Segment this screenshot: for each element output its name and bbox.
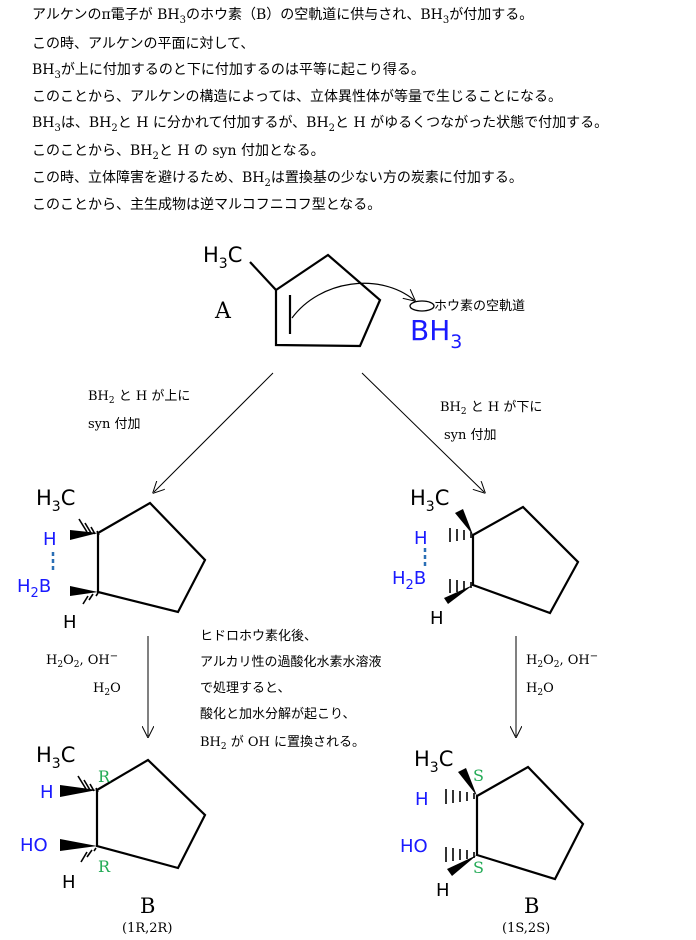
- left-intermediate-h: H: [43, 529, 57, 550]
- methyl-bond: [249, 261, 277, 291]
- left-product-oh: HO: [20, 835, 48, 856]
- hashed-wedge-methyl: [78, 518, 100, 536]
- right-intermediate-methyl: H3C: [410, 486, 449, 515]
- left-product-label: B: [140, 894, 155, 918]
- wedge-methyl-product: [458, 768, 477, 796]
- middle-note-line-2: アルカリ性の過酸化水素水溶液: [200, 655, 381, 670]
- left-product-ring: [95, 758, 207, 870]
- explanation-line-3: BH3が上に付加するのと下に付加するのは平等に起こり得る。: [32, 62, 425, 81]
- empty-orbital-icon: [409, 300, 435, 312]
- right-oxidation-reagent-2: H2O: [526, 681, 554, 698]
- hashed-wedge-h-bottom-product: [80, 847, 97, 863]
- left-intermediate: H3C H H2B H: [17, 486, 207, 633]
- middle-note-line-3: で処理すると、: [200, 681, 290, 696]
- left-intermediate-h-bottom: H: [63, 612, 77, 633]
- left-intermediate-boron: H2B: [17, 576, 51, 601]
- wedge-h-product: [60, 785, 97, 797]
- left-product-stereo-r2: R: [98, 857, 111, 876]
- arrow-to-left-intermediate: [154, 372, 274, 492]
- reactant-molecule: H3C A: [203, 243, 382, 348]
- right-intermediate-h-bottom: H: [430, 608, 444, 629]
- wedge-h-bottom: [444, 585, 473, 604]
- reactant-methyl-label: H3C: [203, 243, 242, 272]
- right-intermediate: H3C H H2B H: [392, 486, 580, 629]
- right-product-stereo-s2: S: [473, 858, 484, 877]
- right-condition-line-2: syn 付加: [444, 428, 497, 443]
- left-oxidation-reagent-1: H2O2, OH−: [46, 651, 118, 670]
- left-intermediate-methyl: H3C: [36, 486, 75, 515]
- right-product-h-bottom: H: [436, 880, 450, 901]
- explanation-line-2: この時、アルケンの平面に対して、: [32, 36, 255, 52]
- right-product-label: B: [524, 894, 539, 918]
- orbital-note: ホウ素の空軌道: [434, 298, 525, 314]
- right-product-oh: HO: [400, 836, 428, 857]
- explanation-line-6: このことから、BH2と H の syn 付加となる。: [32, 143, 325, 162]
- hashed-wedge-h-top: [449, 528, 472, 542]
- middle-note-line-4: 酸化と加水分解が起こり、: [200, 707, 355, 722]
- electron-donation-arrow: [291, 282, 414, 319]
- right-product: H3C S H HO S H B (1S,2S): [400, 747, 585, 936]
- wedge-methyl: [455, 509, 473, 535]
- right-product-ring: [475, 765, 585, 881]
- right-intermediate-boron: H2B: [392, 568, 426, 593]
- reagent-bh3: BH3: [410, 314, 462, 353]
- right-condition-line-1: BH2 と H が下に: [440, 400, 542, 417]
- left-product-config: (1R,2R): [122, 921, 172, 936]
- hashed-wedge-h-product: [445, 789, 475, 804]
- left-product-methyl: H3C: [36, 743, 75, 772]
- left-oxidation-reagent-2: H2O: [93, 681, 121, 698]
- wedge-h-top: [70, 530, 98, 540]
- wedge-h-bottom-product: [447, 855, 477, 876]
- left-product-stereo-r1: R: [98, 767, 111, 786]
- explanation-line-4: このことから、アルケンの構造によっては、立体異性体が等量で生じることになる。: [32, 89, 563, 105]
- wedge-boron: [70, 586, 98, 596]
- right-product-h: H: [415, 789, 429, 810]
- right-intermediate-ring: [471, 505, 580, 615]
- left-condition-line-1: BH2 と H が上に: [88, 389, 190, 406]
- left-intermediate-ring: [96, 501, 207, 614]
- hashed-wedge-boron: [449, 579, 472, 593]
- explanation-line-5: BH3は、BH2と H に分かれて付加するが、BH2と H がゆるくつながった状…: [32, 115, 609, 134]
- wedge-oh: [60, 839, 97, 851]
- explanation-line-8: このことから、主生成物は逆マルコフニコフ型となる。: [32, 197, 382, 213]
- right-product-methyl: H3C: [414, 747, 453, 776]
- right-product-stereo-s1: S: [473, 766, 484, 785]
- arrow-to-right-intermediate: [361, 372, 484, 492]
- reactant-ring: [274, 253, 382, 348]
- right-intermediate-h: H: [414, 528, 428, 549]
- hashed-wedge-h-bottom: [82, 592, 99, 605]
- left-product: H3C R H HO R H B (1R,2R): [20, 743, 207, 936]
- reactant-label: A: [214, 299, 232, 324]
- left-product-h: H: [40, 782, 54, 803]
- explanation-line-1: アルケンのπ電子が BH3のホウ素（B）の空軌道に供与され、BH3が付加する。: [32, 7, 534, 26]
- hashed-wedge-oh: [445, 847, 475, 862]
- middle-note-line-5: BH2 が OH に置換される。: [200, 735, 365, 752]
- explanation-line-7: この時、立体障害を避けるため、BH2は置換基の少ない方の炭素に付加する。: [32, 170, 523, 189]
- right-product-config: (1S,2S): [502, 921, 550, 936]
- left-product-h-bottom: H: [62, 872, 76, 893]
- left-condition-line-2: syn 付加: [88, 417, 141, 432]
- middle-note-line-1: ヒドロホウ素化後、: [200, 629, 317, 644]
- right-oxidation-reagent-1: H2O2, OH−: [526, 651, 598, 670]
